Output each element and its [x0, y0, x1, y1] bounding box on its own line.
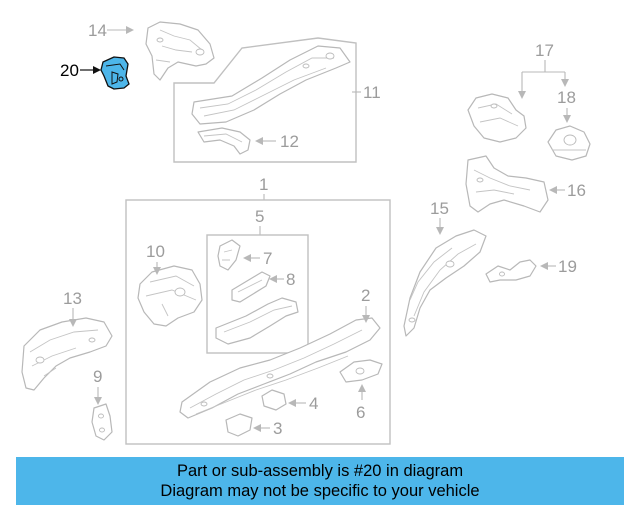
part-18[interactable]	[547, 125, 591, 161]
svg-text:12: 12	[280, 132, 299, 151]
svg-text:14: 14	[88, 21, 107, 40]
callout-3: 3	[253, 419, 282, 438]
callout-2: 2	[361, 286, 370, 323]
svg-text:4: 4	[309, 394, 318, 413]
part-11[interactable]	[191, 45, 351, 125]
part-9[interactable]	[91, 403, 113, 441]
part-7[interactable]	[217, 239, 241, 271]
part-4[interactable]	[261, 389, 287, 411]
part-14[interactable]	[145, 21, 215, 81]
svg-text:10: 10	[146, 242, 165, 261]
svg-text:13: 13	[63, 289, 82, 308]
callout-11: 11	[352, 83, 381, 102]
svg-text:5: 5	[255, 207, 264, 226]
group-box-1	[125, 199, 391, 445]
svg-text:1: 1	[259, 175, 268, 194]
callout-14: 14	[88, 21, 134, 40]
part-12[interactable]	[197, 127, 251, 155]
part-16[interactable]	[465, 155, 549, 213]
part-15[interactable]	[403, 229, 487, 337]
callout-6: 6	[356, 384, 366, 422]
callout-18: 18	[557, 88, 576, 123]
part-19[interactable]	[485, 259, 537, 283]
callout-10: 10	[146, 242, 165, 275]
banner-line-2: Diagram may not be specific to your vehi…	[160, 482, 480, 500]
callout-1: 1	[259, 175, 268, 200]
svg-text:6: 6	[356, 403, 365, 422]
callout-12: 12	[255, 132, 299, 151]
part-5-bracket[interactable]	[215, 297, 299, 345]
banner-line-1: Part or sub-assembly is #20 in diagram	[176, 462, 464, 480]
part-8[interactable]	[231, 271, 271, 303]
svg-text:17: 17	[535, 41, 554, 60]
callout-8: 8	[269, 270, 295, 289]
callout-13: 13	[63, 289, 82, 327]
svg-text:9: 9	[93, 367, 102, 386]
part-3[interactable]	[225, 413, 253, 437]
callout-16: 16	[549, 181, 586, 200]
svg-text:8: 8	[286, 270, 295, 289]
svg-text:7: 7	[263, 249, 272, 268]
callout-4: 4	[288, 394, 318, 413]
part-17[interactable]	[467, 93, 527, 143]
svg-text:20: 20	[60, 61, 79, 80]
callout-20: 20	[60, 61, 101, 80]
group-box-5	[206, 234, 309, 354]
svg-text:18: 18	[557, 88, 576, 107]
svg-text:3: 3	[273, 419, 282, 438]
svg-text:11: 11	[363, 83, 381, 102]
part-20[interactable]	[100, 56, 130, 90]
svg-text:19: 19	[558, 257, 577, 276]
svg-text:2: 2	[361, 286, 370, 305]
callout-7: 7	[243, 249, 272, 268]
parts-diagram: 14 20 11 12 1 5	[21, 21, 591, 445]
callout-19: 19	[540, 257, 577, 276]
part-6[interactable]	[339, 359, 383, 383]
callout-9: 9	[93, 367, 102, 405]
callout-15: 15	[430, 199, 449, 235]
part-10[interactable]	[137, 265, 203, 327]
part-2[interactable]	[179, 317, 381, 419]
callout-17: 17	[518, 41, 569, 99]
callout-5: 5	[255, 207, 264, 235]
info-banner: Part or sub-assembly is #20 in diagram D…	[16, 457, 624, 505]
group-box-11	[173, 37, 357, 163]
svg-text:16: 16	[567, 181, 586, 200]
svg-text:15: 15	[430, 199, 449, 218]
